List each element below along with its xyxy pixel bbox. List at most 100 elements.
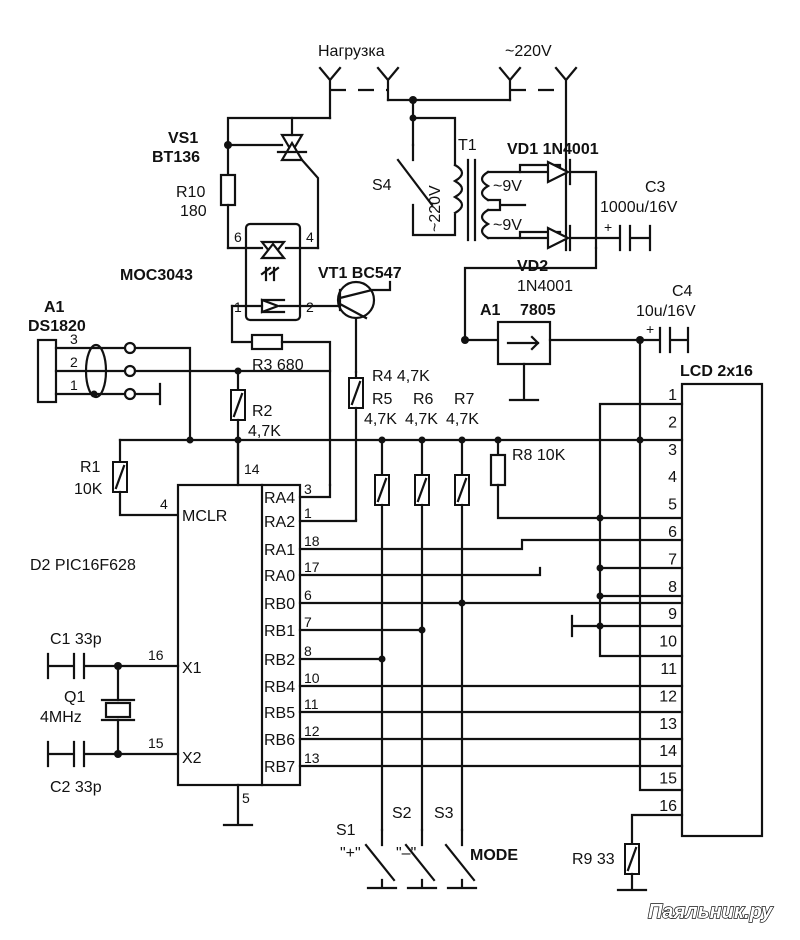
r7-label: R7: [454, 391, 475, 408]
svg-text:+: +: [604, 219, 612, 235]
r5-label: R5: [372, 391, 393, 408]
mcu-pin-number-ra0: 17: [304, 559, 320, 575]
vt1-label: VT1 BC547: [318, 265, 402, 282]
vs1-label: VS1: [168, 130, 198, 147]
svg-text:6: 6: [234, 229, 242, 245]
svg-text:4: 4: [306, 229, 314, 245]
c3-capacitor: [594, 224, 652, 252]
mcu-pin-name-rb6: RB6: [264, 732, 295, 749]
s3-label: S3: [434, 805, 454, 822]
r8-resistor: [489, 438, 684, 520]
r7-value: 4,7K: [446, 411, 479, 428]
r3-label: R3 680: [252, 357, 304, 374]
r10-label: R10: [176, 184, 205, 201]
r2-resistor: [230, 369, 246, 487]
r3-resistor: [230, 304, 332, 487]
mcu-pin-name-rb4: RB4: [264, 679, 295, 696]
r1-resistor: [112, 438, 180, 517]
vd1-diode: [518, 158, 598, 250]
r9-label: R9 33: [572, 851, 615, 868]
vs1-type: BT136: [152, 149, 200, 166]
svg-text:15: 15: [148, 735, 164, 751]
vs1-triac: [226, 116, 332, 250]
c3-value: 1000u/16V: [600, 199, 678, 216]
r2-value: 4,7K: [248, 423, 281, 440]
r5-resistor: [374, 438, 390, 832]
lcd-pin-11: 11: [660, 661, 677, 678]
q1-value: 4MHz: [40, 709, 82, 726]
mains-terminals: [498, 66, 578, 252]
r8-label: R8 10K: [512, 447, 566, 464]
r10-value: 180: [180, 203, 207, 220]
a1-reg-type: 7805: [520, 302, 556, 319]
svg-text:+: +: [646, 321, 654, 337]
vt1-transistor: [336, 280, 392, 374]
lcd-pin-16: 16: [659, 798, 677, 815]
r4-resistor: [348, 370, 364, 522]
mcu-right-pins: RA43RA21RA118RA017RB06RB17RB28RB410RB511…: [264, 481, 320, 776]
r6-label: R6: [413, 391, 434, 408]
s4-label: S4: [372, 177, 392, 194]
pic16f628-mcu: [176, 438, 302, 827]
lcd-pin-13: 13: [659, 716, 677, 733]
r4-label: R4 4,7K: [372, 368, 430, 385]
lcd-pin-6: 6: [668, 524, 677, 541]
vd1-label: VD1 1N4001: [507, 141, 599, 158]
mcu-pin-name-ra1: RA1: [264, 542, 295, 559]
mains-label: ~220V: [505, 43, 552, 60]
c3-label: C3: [645, 179, 666, 196]
load-terminals: [318, 66, 400, 120]
lcd-pin-9: 9: [668, 606, 677, 623]
c1-capacitor: [46, 652, 120, 680]
s2-button: [404, 828, 438, 890]
lcd-pin-7: 7: [668, 551, 677, 568]
mcu-pin-number-ra4: 3: [304, 481, 312, 497]
r7-resistor: [454, 438, 470, 832]
mcu-pin-number-ra1: 18: [304, 533, 320, 549]
mcu-pin-number-rb7: 13: [304, 750, 320, 766]
lcd-pin-3: 3: [668, 442, 677, 459]
c1-label: C1 33p: [50, 631, 102, 648]
c4-label: C4: [672, 283, 693, 300]
svg-text:3: 3: [70, 331, 78, 347]
a1-sensor-label: A1: [44, 299, 65, 316]
svg-text:1: 1: [234, 299, 242, 315]
ds1820-sensor: [36, 338, 332, 442]
crystal-q1: [100, 664, 180, 756]
lcd-pin-2: 2: [668, 414, 677, 431]
r1-label: R1: [80, 459, 101, 476]
lcd-pin-15: 15: [659, 771, 677, 788]
lcd-pin-14: 14: [659, 743, 677, 760]
s3-button: [444, 828, 478, 890]
lcd-pin-10: 10: [659, 634, 677, 651]
lcd-label: LCD 2x16: [680, 363, 753, 380]
r6-value: 4,7K: [405, 411, 438, 428]
watermark: Паяльник.ру: [648, 901, 773, 923]
mcu-pin-name-rb2: RB2: [264, 652, 295, 669]
t1-label: T1: [458, 137, 477, 154]
s2-label: S2: [392, 805, 412, 822]
lcd-pin-12: 12: [659, 688, 677, 705]
lcd-pin-1: 1: [668, 387, 677, 404]
svg-text:1: 1: [70, 377, 78, 393]
c2-capacitor: [46, 740, 120, 768]
a1-reg-label: A1: [480, 302, 501, 319]
lcd-pin-5: 5: [668, 497, 677, 514]
q1-label: Q1: [64, 689, 85, 706]
svg-text:X1: X1: [182, 660, 202, 677]
moc3043-optocoupler: [226, 222, 342, 322]
lcd-pin-8: 8: [668, 579, 677, 596]
svg-text:2: 2: [70, 354, 78, 370]
r6-resistor: [414, 438, 430, 832]
s2-sub: "–": [396, 845, 416, 862]
vd2-diode: [518, 224, 598, 252]
moc-label: MOC3043: [120, 267, 193, 284]
svg-text:16: 16: [148, 647, 164, 663]
a1-sensor-type: DS1820: [28, 318, 86, 335]
svg-text:X2: X2: [182, 750, 202, 767]
c4-value: 10u/16V: [636, 303, 696, 320]
mcu-pin-number-rb4: 10: [304, 670, 320, 686]
mcu-pin-name-ra4: RA4: [264, 490, 295, 507]
